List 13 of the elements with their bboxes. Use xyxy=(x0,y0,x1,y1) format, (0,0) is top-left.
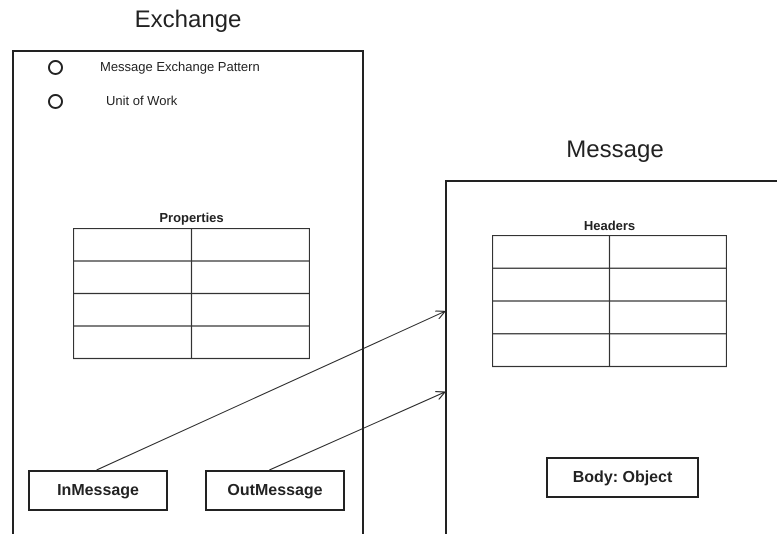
message-box: OutMessage xyxy=(205,470,345,511)
bullet-circle xyxy=(48,60,63,75)
arrow xyxy=(268,391,446,470)
container-title: Message xyxy=(566,136,664,164)
message-box: InMessage xyxy=(28,470,168,511)
bullet-text: Message Exchange Pattern xyxy=(100,59,260,74)
container-title: Exchange xyxy=(134,6,242,34)
table-heading: Properties xyxy=(159,210,224,225)
bullet-circle xyxy=(48,94,63,109)
message-box: Body: Object xyxy=(546,457,699,498)
arrow xyxy=(96,310,446,470)
table-heading: Headers xyxy=(584,218,636,233)
bullet-text: Unit of Work xyxy=(106,93,178,108)
